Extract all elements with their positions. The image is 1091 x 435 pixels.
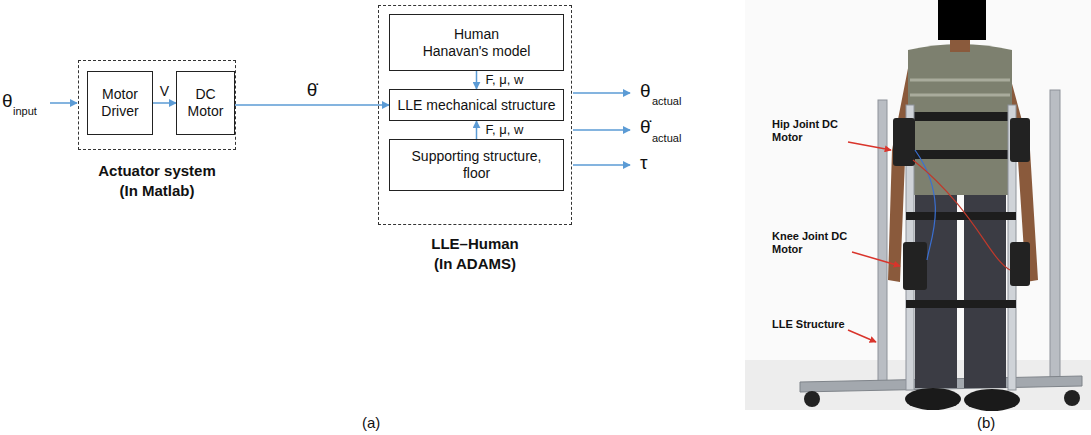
signal-arrow — [235, 104, 389, 106]
edge-label: V — [158, 84, 171, 99]
signal-label: input — [13, 105, 37, 118]
signal-label: actual — [652, 132, 681, 145]
process-box: DC Motor — [176, 71, 235, 135]
edge-label: F, μ, w — [484, 123, 526, 137]
leader-arrow — [848, 142, 891, 150]
leg-strap — [906, 300, 1016, 308]
signal-label: θ̇ — [640, 116, 651, 138]
leg-strap — [906, 212, 1016, 220]
process-box: LLE mechanical structure — [389, 89, 564, 121]
signal-label: (b) — [977, 414, 995, 431]
callout-label: Knee Joint DC Motor — [772, 230, 850, 255]
signal-arrow — [153, 102, 176, 104]
hip-motor — [893, 118, 915, 166]
shirt-stripe — [910, 79, 1010, 82]
signal-label: (a) — [362, 414, 380, 431]
process-box: Human Hanavan's model — [389, 14, 564, 71]
output-arrow — [573, 129, 630, 131]
censor-block — [938, 0, 986, 40]
knee-motor — [1010, 242, 1030, 286]
shirt-stripe — [910, 94, 1010, 97]
edge-label: θ̇ — [305, 80, 320, 101]
hip-motor — [1010, 118, 1030, 162]
subsystem-box: Actuator system (In Matlab)Motor DriverD… — [78, 60, 236, 150]
input-arrow — [50, 102, 77, 104]
output-arrow — [573, 92, 630, 94]
shoe — [964, 389, 1020, 411]
signal-arrow — [476, 121, 478, 139]
callout-label: Hip Joint DC Motor — [772, 118, 844, 143]
process-box: Supporting structure, floor — [389, 139, 564, 191]
caster-wheel — [1064, 390, 1080, 406]
edge-label: F, μ, w — [484, 73, 526, 87]
process-box: Motor Driver — [87, 71, 153, 135]
frame-post — [878, 100, 887, 385]
subsystem-box: LLE–Human (In ADAMS)Human Hanavan's mode… — [378, 5, 572, 225]
signal-label: actual — [652, 95, 681, 108]
signal-arrow — [476, 71, 478, 89]
signal-label: θ — [640, 80, 651, 102]
box-label: DC Motor — [177, 86, 234, 120]
signal-label: θ — [2, 90, 13, 112]
box-label: Supporting structure, floor — [402, 148, 552, 182]
caster-wheel — [804, 391, 820, 407]
output-arrow — [573, 164, 630, 166]
subsystem-title: LLE–Human (In ADAMS) — [425, 234, 525, 273]
harness-strap — [906, 150, 1014, 159]
neck — [950, 38, 970, 52]
photo-background — [745, 0, 1091, 410]
frame-post — [1050, 90, 1060, 385]
shoe — [905, 388, 961, 410]
callout-label: LLE Structure — [772, 318, 852, 331]
subsystem-title: Actuator system (In Matlab) — [95, 161, 220, 200]
box-label: LLE mechanical structure — [398, 97, 556, 114]
cable — [915, 150, 935, 260]
box-label: Motor Driver — [88, 86, 152, 120]
leader-arrow — [848, 330, 876, 342]
signal-label: τ — [640, 152, 648, 174]
cable — [913, 160, 1010, 270]
exoskeleton-photo — [745, 0, 1091, 411]
knee-motor — [903, 242, 927, 290]
harness-strap — [906, 112, 1014, 121]
box-label: Human Hanavan's model — [421, 26, 533, 60]
leader-arrow — [852, 252, 900, 266]
